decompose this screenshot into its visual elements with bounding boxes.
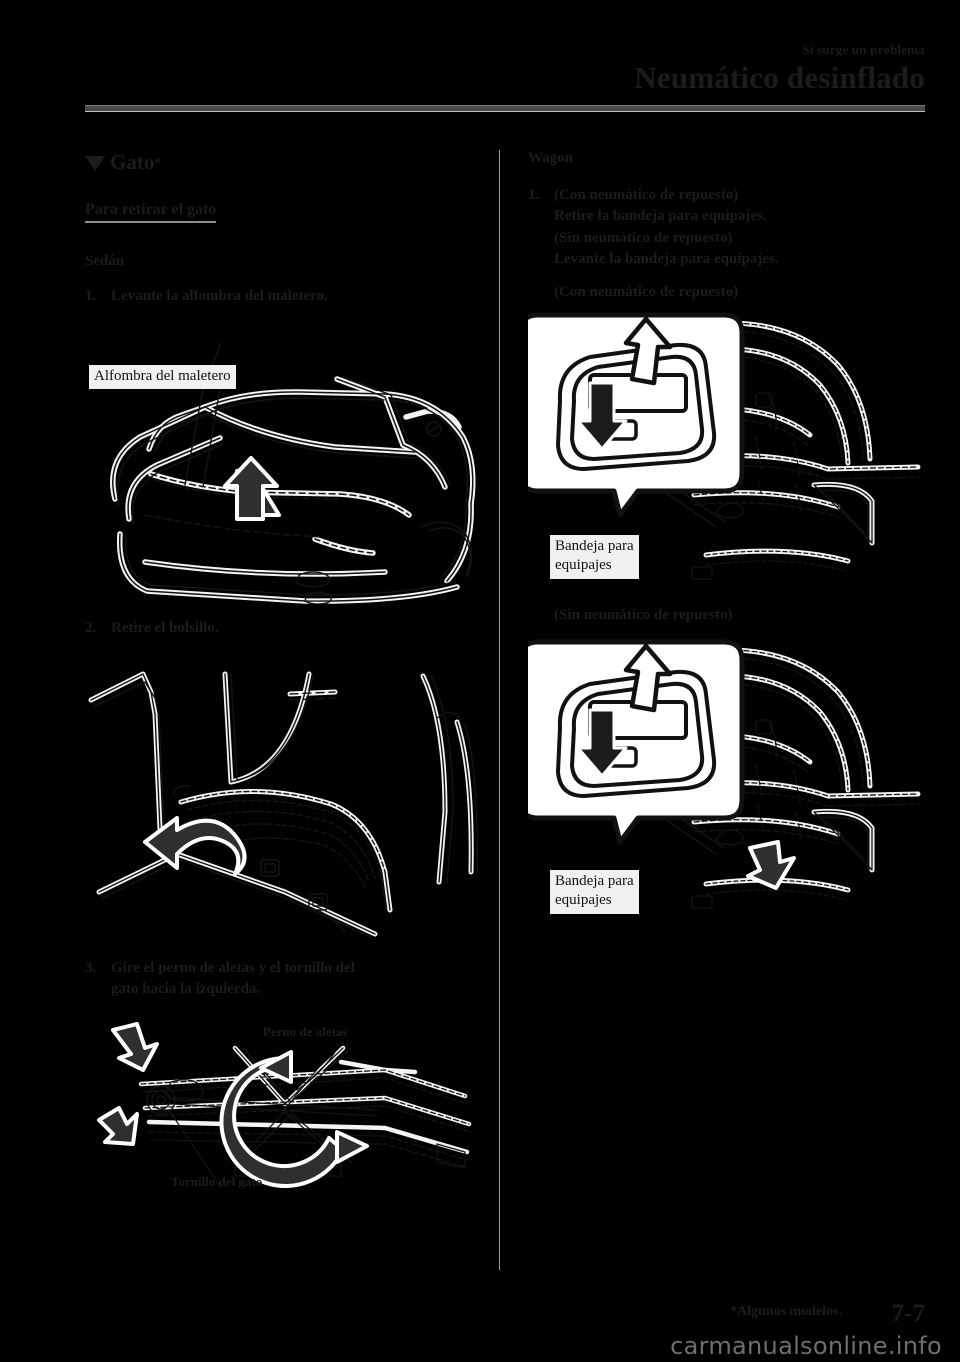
step-1-line-1: Levante la alfombra del maletero. (111, 288, 328, 304)
step-3-text: Gire el perno de aletas y el tornillo de… (111, 958, 480, 1001)
step-3-number: 3. (85, 959, 97, 976)
step-3-line-2: gato hacia la izquierda. (111, 980, 261, 997)
rotate-arrow-marker (219, 1050, 369, 1189)
step-1-number: 1. (85, 288, 97, 304)
header-rule (85, 105, 925, 112)
subsection-heading: Para retirar el gato (85, 201, 217, 223)
turn-arrows-marker (97, 1022, 159, 1147)
up-arrow-marker (223, 456, 281, 522)
step-wagon-1-text: (Con neumático de repuesto) Retire la ba… (554, 185, 928, 270)
body-heading-wagon: Wagon (528, 150, 574, 166)
figure-jack: Perno de aletas Tornillo del gato (85, 1012, 480, 1212)
callout-luggage-tray-label-1: Bandeja para equipajes (550, 535, 639, 579)
jack-illustration (97, 1022, 472, 1189)
step-wagon-1: 1. (Con neumático de repuesto) Retire la… (528, 185, 928, 270)
step-2-line-1: Retire el bolsillo. (111, 620, 219, 637)
step-wagon-1-line-3: (Sin neumático de repuesto) (554, 229, 733, 246)
wagon-with-spare-illustration (528, 312, 921, 580)
right-column: Wagon 1. (Con neumático de repuesto) Ret… (528, 150, 928, 932)
body-heading-sedan: Sedán (85, 253, 125, 269)
step-2-number: 2. (85, 620, 97, 637)
column-divider (499, 150, 500, 1270)
callout-carpet-label: Alfombra del maletero (89, 365, 236, 390)
step-2: 2. Retire el bolsillo. (85, 618, 480, 639)
step-wagon-1-line-4: Levante la bandeja para equipajes. (554, 250, 779, 267)
callout-bubble-2 (528, 639, 745, 845)
page-number: 7-7 (891, 1300, 925, 1327)
step-wagon-1-line-2: Retire la bandeja para equipajes. (554, 208, 767, 225)
triangle-down-icon (85, 156, 105, 171)
watermark: carmanualsonline.info (670, 1332, 942, 1360)
caption-with-spare: (Con neumático de repuesto) (554, 284, 739, 301)
step-wagon-1-line-1: (Con neumático de repuesto) (554, 187, 739, 203)
curved-arrow-marker (143, 815, 247, 876)
wagon-without-spare-illustration (528, 639, 921, 909)
left-column: Gato* Para retirar el gato Sedán 1. Leva… (85, 150, 480, 1212)
figure-trunk-pocket (85, 652, 480, 942)
step-wagon-1-number: 1. (528, 187, 540, 203)
step-3: 3. Gire el perno de aletas y el tornillo… (85, 958, 480, 1001)
step-1: 1. Levante la alfombra del maletero. (85, 286, 480, 307)
caption-without-spare: (Sin neumático de repuesto) (554, 607, 733, 624)
section-heading: Gato* (85, 150, 480, 175)
step-3-line-1: Gire el perno de aletas y el tornillo de… (111, 959, 355, 976)
figure-wagon-without-spare: Bandeja para equipajes (528, 632, 928, 932)
sedan-trunk-illustration (110, 342, 476, 605)
label-jack-screw: Tornillo del gato (171, 1174, 263, 1190)
section-heading-label: Gato (110, 150, 155, 174)
callout-bubble (528, 312, 745, 518)
footnote: *Algunos modelos. (729, 1304, 842, 1319)
callout-luggage-tray-label-2: Bandeja para equipajes (550, 870, 639, 914)
figure-wagon-with-spare: Bandeja para equipajes (528, 309, 928, 599)
running-head: Si surge un problema (802, 42, 925, 57)
cargo-arrow-marker (746, 840, 796, 891)
label-wing-bolt: Perno de aletas (263, 1024, 348, 1040)
trunk-pocket-illustration (88, 671, 478, 939)
step-1-text: Levante la alfombra del maletero. (111, 286, 480, 307)
step-2-text: Retire el bolsillo. (111, 618, 480, 639)
section-heading-asterisk: * (154, 154, 161, 170)
figure-sedan-trunk: Alfombra del maletero (85, 319, 480, 605)
page-title: Neumático desinflado (634, 60, 925, 95)
